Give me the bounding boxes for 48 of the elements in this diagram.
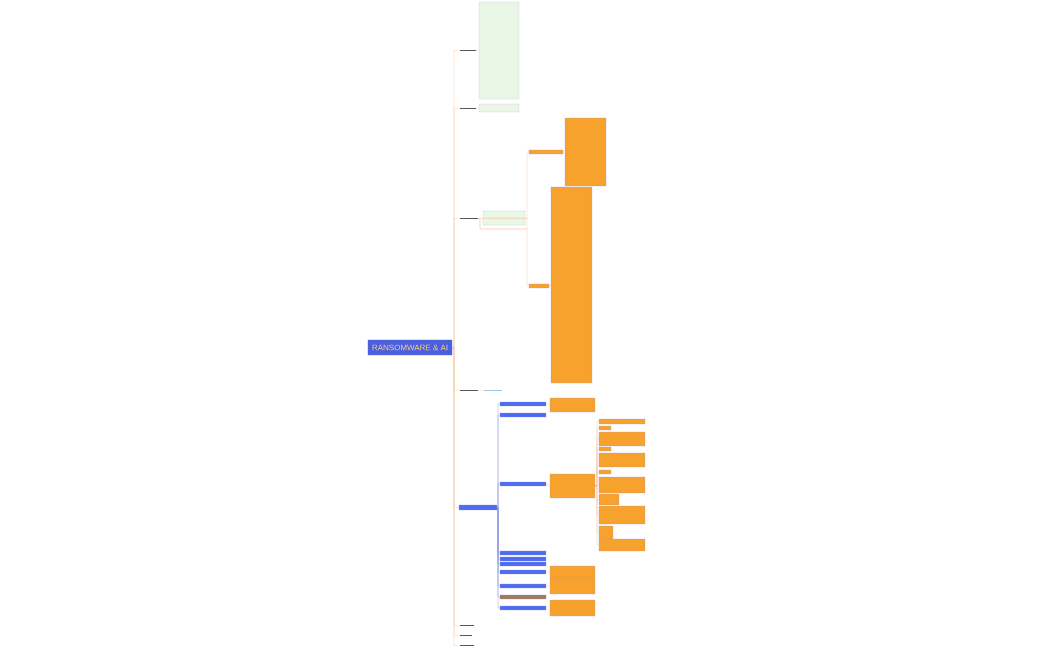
topic-box [499, 412, 547, 418]
underline-bar [460, 108, 476, 109]
note-box [598, 525, 614, 541]
underline-bar [460, 390, 478, 391]
note-box [598, 446, 612, 452]
topic-box [499, 401, 547, 407]
topic-box [458, 504, 498, 511]
connector [563, 151, 566, 153]
underline-bar [484, 390, 502, 391]
underline-bar [460, 625, 474, 626]
topic-box [499, 605, 547, 611]
note-box [598, 469, 612, 475]
connector [478, 390, 484, 391]
note-box [598, 493, 620, 506]
connector [594, 471, 600, 487]
connector [476, 107, 480, 109]
root-box: RANSOMWARE & AI [367, 339, 453, 356]
note-box [598, 425, 612, 431]
connector [546, 483, 551, 487]
underline-bar [460, 635, 472, 636]
connector [546, 403, 551, 406]
connector [549, 284, 552, 287]
note-box [549, 473, 596, 499]
note-box [549, 565, 596, 579]
topic-box [499, 561, 547, 567]
note-box [549, 599, 596, 617]
underline-bar [460, 218, 478, 219]
topic-box [499, 550, 547, 556]
topic-box [499, 594, 547, 600]
topic-box [499, 569, 547, 575]
note-box [478, 103, 520, 113]
underline-bar [460, 645, 474, 646]
note-box [478, 1, 520, 100]
note-box [549, 577, 596, 595]
underline-bar [460, 50, 476, 51]
connector [478, 217, 528, 219]
connector [497, 483, 501, 508]
topic-box [499, 583, 547, 589]
topic-box [499, 481, 547, 487]
topic-box [499, 556, 547, 562]
note-box [549, 397, 596, 413]
connector [476, 50, 480, 51]
connector [594, 485, 600, 546]
note-box [528, 149, 564, 155]
connector [478, 218, 530, 287]
connector [452, 218, 460, 348]
note-box [564, 117, 607, 187]
note-box [528, 283, 550, 289]
